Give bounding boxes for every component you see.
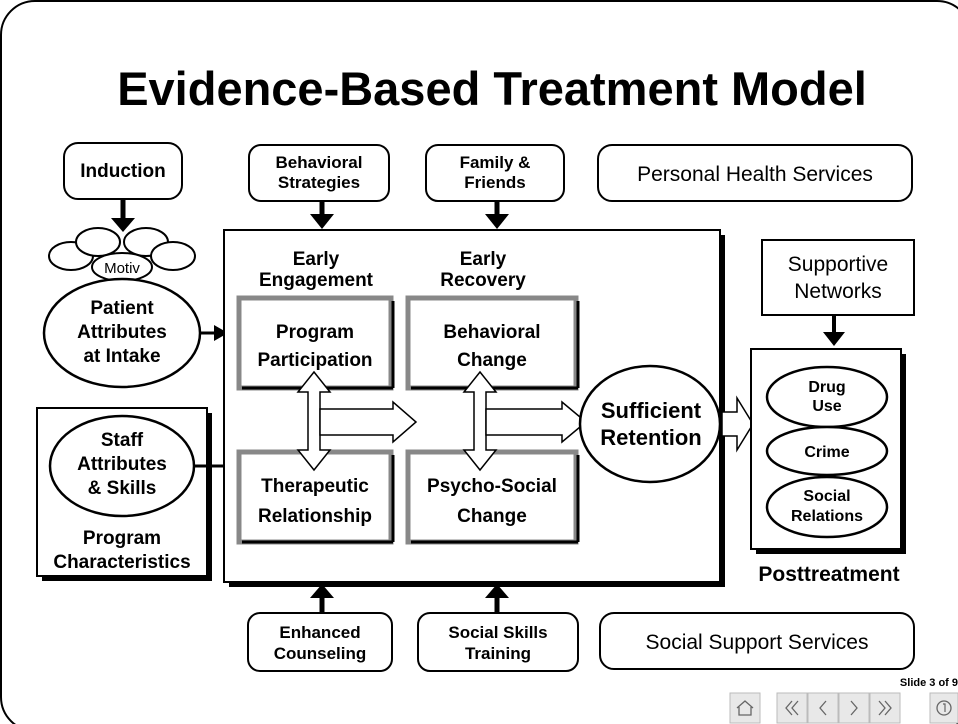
social-support-label: Social Support Services	[646, 631, 869, 654]
staff-attributes-label-1: Staff	[101, 430, 144, 451]
sufficient-retention-ellipse	[578, 364, 722, 484]
slide-title: Evidence-Based Treatment Model	[117, 62, 867, 115]
therapeutic-relationship-label-2: Relationship	[258, 506, 372, 527]
arrowhead-social-skills	[485, 584, 509, 598]
patient-attributes-label-1: Patient	[90, 298, 154, 319]
slide-index-icon	[936, 700, 952, 716]
enhanced-counseling-label-2: Counseling	[274, 644, 367, 663]
arrowhead-family	[485, 214, 509, 229]
personal-health-box	[597, 144, 913, 202]
motiv-label: Motiv	[104, 260, 140, 277]
arrowhead-induction	[111, 218, 135, 232]
first-slide-icon	[785, 700, 799, 716]
double-arrow-recovery	[462, 370, 498, 472]
behavioral-strategies-label-2: Strategies	[278, 173, 360, 192]
first-slide-button[interactable]	[776, 692, 808, 724]
arrowhead-patient	[214, 325, 228, 341]
family-friends-label-2: Friends	[464, 173, 525, 192]
social-relations-label-1: Social	[803, 488, 850, 505]
drug-use-label-1: Drug	[808, 379, 845, 396]
program-characteristics-label-2: Characteristics	[53, 552, 190, 573]
social-relations-ellipse	[765, 475, 889, 539]
posttreatment-label: Posttreatment	[758, 563, 899, 586]
early-recovery-label-2: Recovery	[440, 270, 526, 291]
patient-attributes-label-2: Attributes	[77, 322, 167, 343]
behavioral-strategies-box	[248, 144, 390, 202]
psycho-social-change-box	[405, 449, 579, 545]
therapeutic-relationship-label-1: Therapeutic	[261, 476, 369, 497]
arrowhead-supportive	[823, 332, 845, 346]
sufficient-retention-label-2: Retention	[600, 425, 701, 450]
arrow-recovery-to-retention	[485, 400, 588, 444]
slide-index-button[interactable]	[929, 692, 958, 724]
home-icon	[736, 700, 754, 716]
enhanced-counseling-box	[247, 612, 393, 672]
behavioral-change-label-1: Behavioral	[443, 322, 540, 343]
arrowhead-enhanced	[310, 584, 334, 598]
arrowhead-behavioral	[310, 214, 334, 229]
program-participation-label-1: Program	[276, 322, 354, 343]
social-relations-label-2: Relations	[791, 508, 863, 525]
behavioral-strategies-label-1: Behavioral	[276, 153, 363, 172]
staff-attributes-label-2: Attributes	[77, 454, 167, 475]
previous-slide-button[interactable]	[807, 692, 839, 724]
program-participation-label-2: Participation	[257, 350, 372, 371]
slide-counter: Slide 3 of 9	[900, 677, 958, 689]
early-engagement-label-2: Engagement	[259, 270, 374, 291]
motiv-cluster: Motiv	[48, 227, 196, 282]
previous-slide-icon	[819, 700, 827, 716]
crime-label: Crime	[804, 444, 849, 461]
early-engagement-label-1: Early	[293, 249, 340, 270]
supportive-networks-label-1: Supportive	[788, 253, 888, 276]
social-skills-training-label-2: Training	[465, 644, 531, 663]
psycho-social-change-label-1: Psycho-Social	[427, 476, 557, 497]
next-slide-button[interactable]	[838, 692, 870, 724]
enhanced-counseling-label-1: Enhanced	[279, 623, 360, 642]
staff-attributes-label-3: & Skills	[88, 478, 157, 499]
social-skills-training-label-1: Social Skills	[448, 623, 547, 642]
drug-use-ellipse	[765, 365, 889, 429]
supportive-networks-label-2: Networks	[794, 280, 882, 303]
behavioral-change-label-2: Change	[457, 350, 527, 371]
arrow-retention-to-posttreatment	[721, 395, 754, 453]
social-support-box	[599, 612, 915, 670]
supportive-networks-box	[761, 239, 915, 316]
sufficient-retention-label-1: Sufficient	[601, 398, 702, 423]
psycho-social-change-label-2: Change	[457, 506, 527, 527]
last-slide-icon	[878, 700, 892, 716]
induction-label: Induction	[80, 161, 165, 182]
last-slide-button[interactable]	[869, 692, 901, 724]
double-arrow-engagement	[296, 370, 332, 472]
family-friends-label-1: Family &	[460, 153, 531, 172]
program-characteristics-label-1: Program	[83, 528, 161, 549]
early-recovery-label-1: Early	[460, 249, 507, 270]
arrow-engagement-to-recovery	[319, 400, 418, 444]
social-skills-training-box	[417, 612, 579, 672]
behavioral-change-box	[405, 295, 579, 391]
patient-attributes-label-3: at Intake	[83, 346, 160, 367]
home-button[interactable]	[729, 692, 761, 724]
personal-health-label: Personal Health Services	[637, 163, 873, 186]
drug-use-label-2: Use	[812, 398, 841, 415]
crime-ellipse	[765, 425, 889, 477]
next-slide-icon	[850, 700, 858, 716]
